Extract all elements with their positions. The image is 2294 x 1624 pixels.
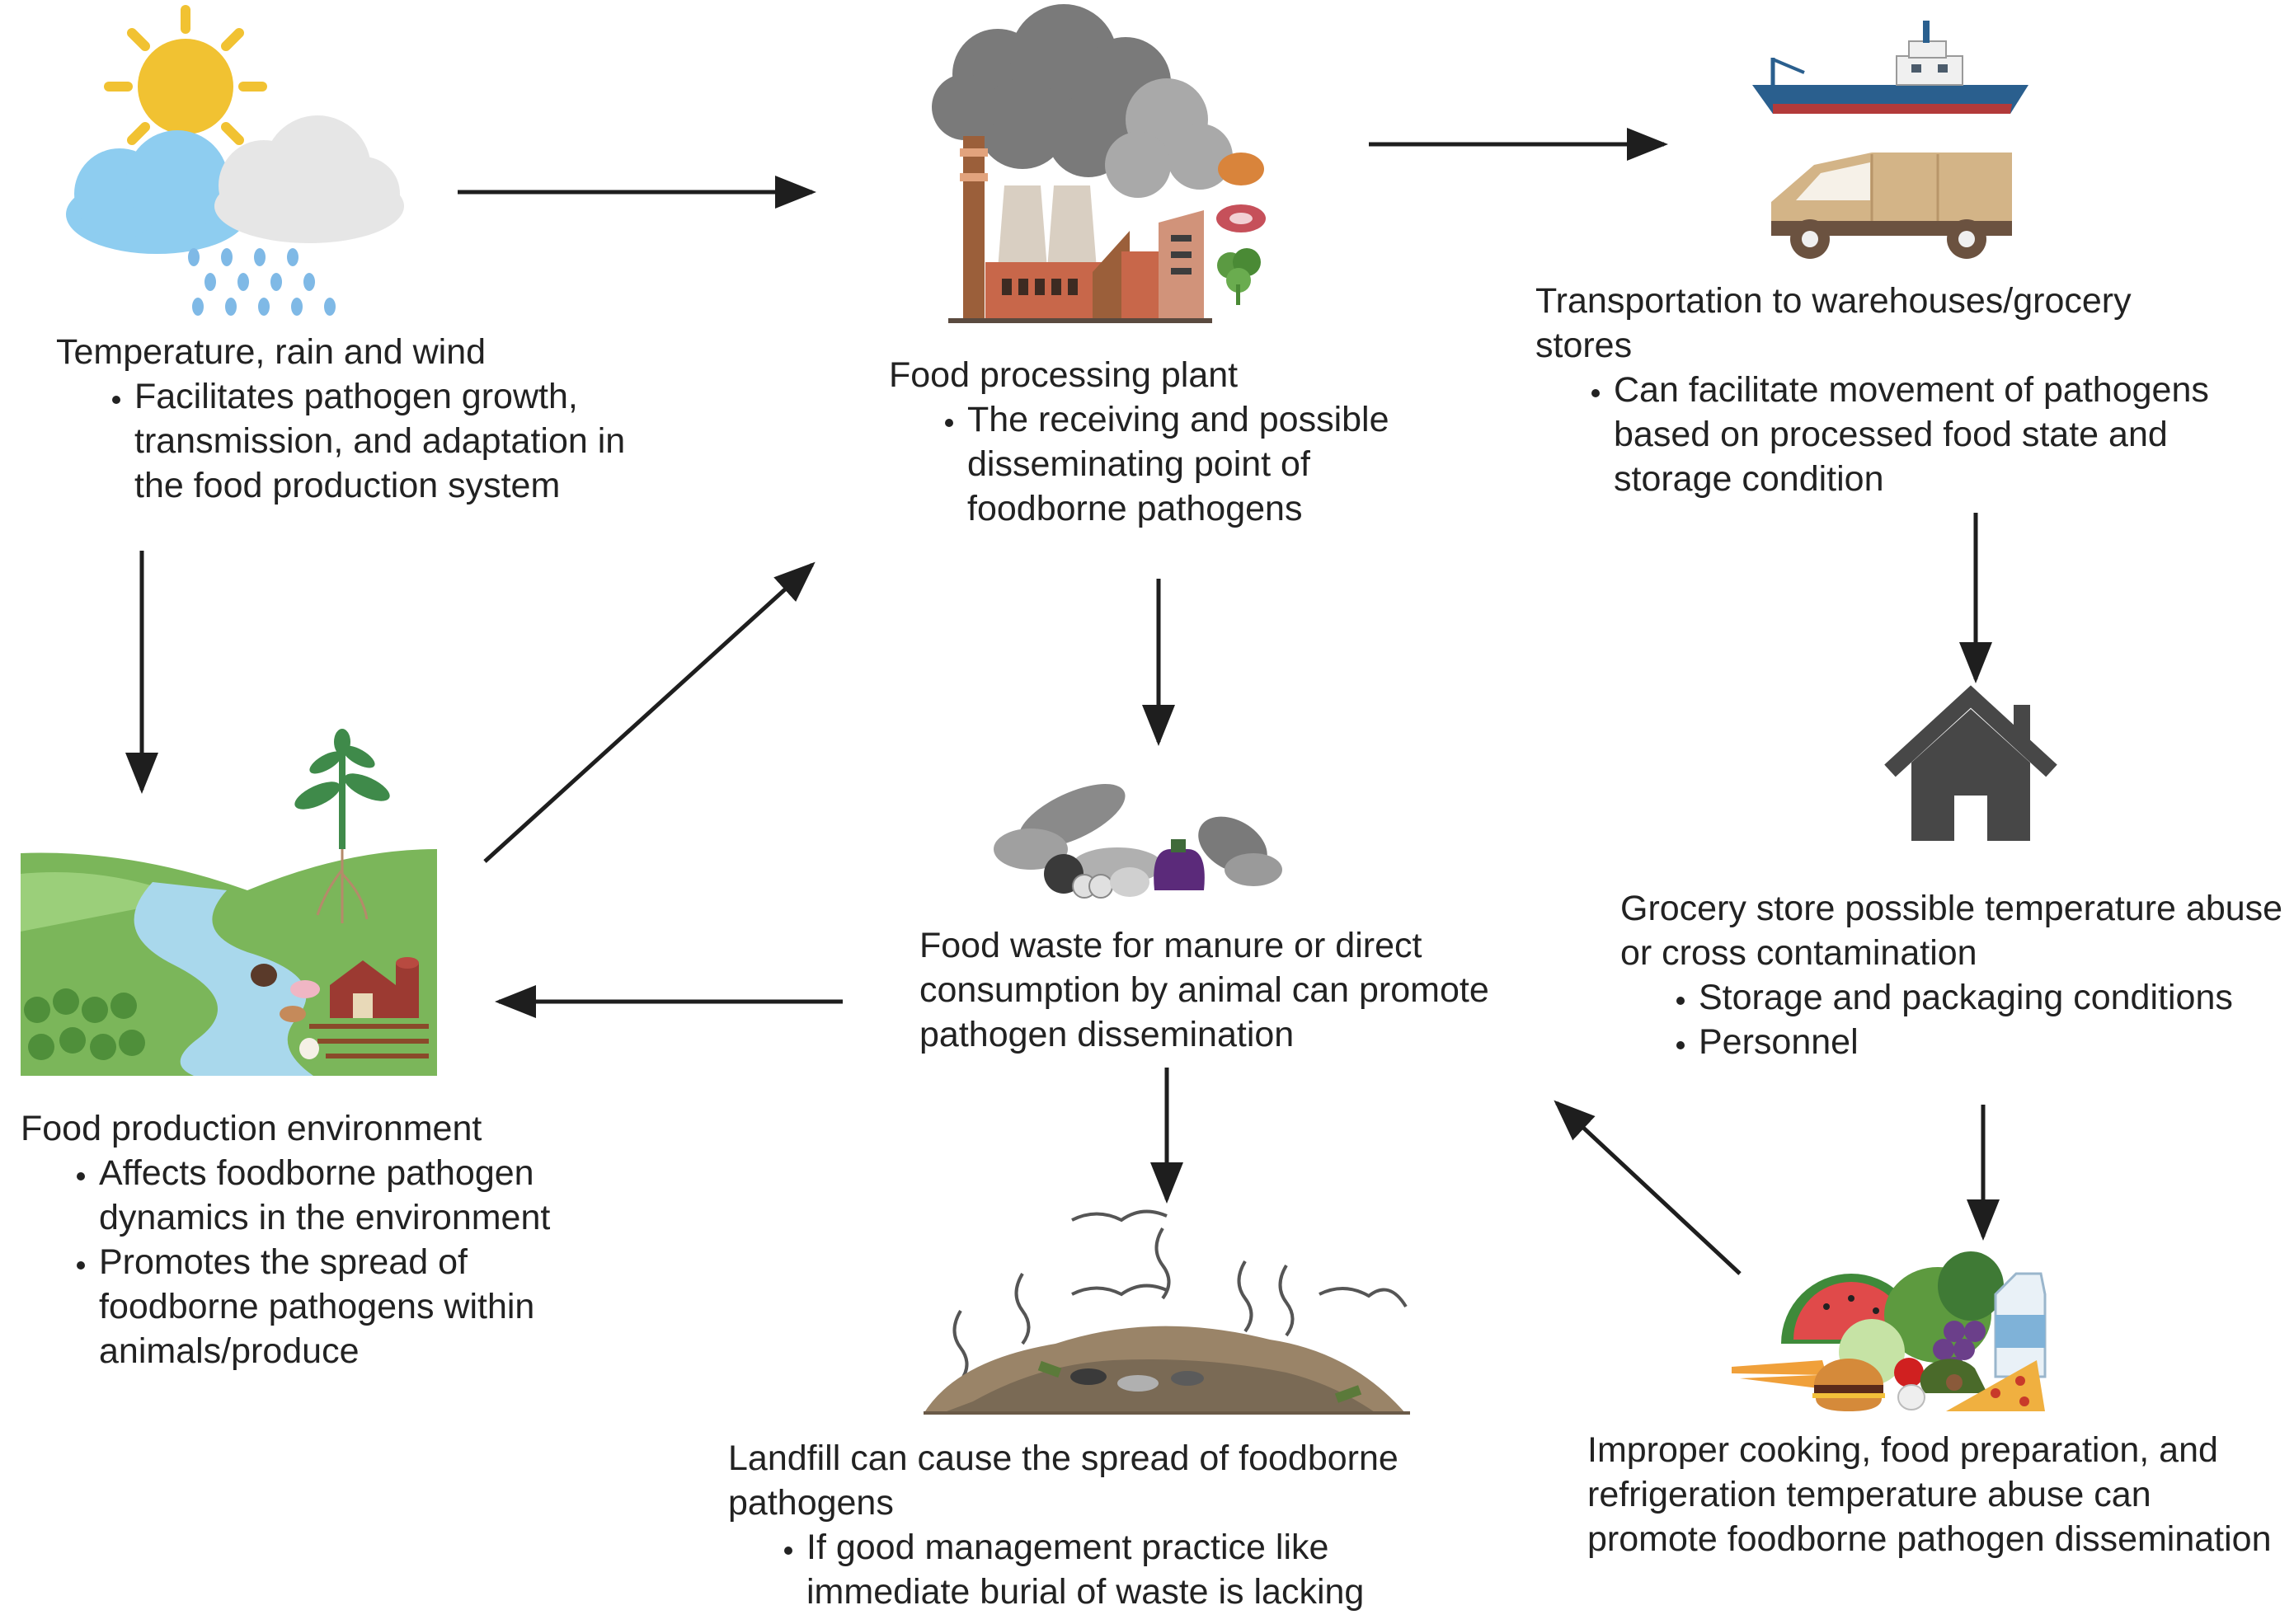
landfill-icon xyxy=(924,1209,1410,1415)
arrow-production-to-processing xyxy=(483,561,816,863)
house-icon xyxy=(1884,685,2057,841)
production-title: Food production environment xyxy=(21,1109,482,1148)
landfill-bullets: If good management practice like immedia… xyxy=(728,1525,1487,1614)
arrow-consumer-to-waste xyxy=(1554,1100,1742,1275)
production-bullet-2: Promotes the spread of foodborne pathoge… xyxy=(99,1240,614,1373)
processing-bullets: The receiving and possible disseminating… xyxy=(889,397,1466,531)
transport-bullet: Can facilitate movement of pathogens bas… xyxy=(1614,368,2228,501)
consumer-title: Improper cooking, food preparation, and … xyxy=(1587,1430,2272,1559)
processing-bullet: The receiving and possible disseminating… xyxy=(967,397,1466,531)
groceries-icon xyxy=(1732,1251,2047,1411)
farm-landscape-icon xyxy=(21,729,437,1076)
grocery-title: Grocery store possible temperature abuse… xyxy=(1620,889,2283,973)
landfill-block: Landfill can cause the spread of foodbor… xyxy=(728,1436,1487,1614)
production-block: Food production environment Affects food… xyxy=(21,1106,614,1373)
landfill-title: Landfill can cause the spread of foodbor… xyxy=(728,1439,1398,1523)
transport-title: Transportation to warehouses/grocery sto… xyxy=(1535,281,2132,365)
grocery-block: Grocery store possible temperature abuse… xyxy=(1620,886,2284,1064)
weather-bullets: Facilitates pathogen growth, transmissio… xyxy=(56,374,683,508)
weather-title: Temperature, rain and wind xyxy=(56,332,487,372)
weather-block: Temperature, rain and wind Facilitates p… xyxy=(56,330,683,508)
transport-block: Transportation to warehouses/grocery sto… xyxy=(1535,279,2228,501)
rain-cloud-icon xyxy=(66,115,404,316)
transport-bullets: Can facilitate movement of pathogens bas… xyxy=(1535,368,2228,501)
grocery-bullets: Storage and packaging conditions Personn… xyxy=(1620,975,2284,1064)
sun-icon xyxy=(104,5,267,168)
consumer-block: Improper cooking, food preparation, and … xyxy=(1587,1428,2280,1561)
production-bullet-1: Affects foodborne pathogen dynamics in t… xyxy=(99,1151,614,1240)
factory-icon xyxy=(932,4,1266,323)
grocery-bullet-1: Storage and packaging conditions xyxy=(1699,975,2284,1020)
grocery-bullet-2: Personnel xyxy=(1699,1020,2284,1064)
vegetable-waste-icon xyxy=(994,784,1282,899)
waste-title: Food waste for manure or direct consumpt… xyxy=(919,926,1489,1054)
production-bullets: Affects foodborne pathogen dynamics in t… xyxy=(21,1151,614,1373)
weather-bullet: Facilitates pathogen growth, transmissio… xyxy=(134,374,683,508)
processing-block: Food processing plant The receiving and … xyxy=(889,353,1466,531)
cargo-ship-icon xyxy=(1752,21,2028,114)
landfill-bullet: If good management practice like immedia… xyxy=(806,1525,1487,1614)
delivery-van-icon xyxy=(1771,153,2012,259)
processing-title: Food processing plant xyxy=(889,355,1239,395)
waste-block: Food waste for manure or direct consumpt… xyxy=(919,923,1513,1057)
